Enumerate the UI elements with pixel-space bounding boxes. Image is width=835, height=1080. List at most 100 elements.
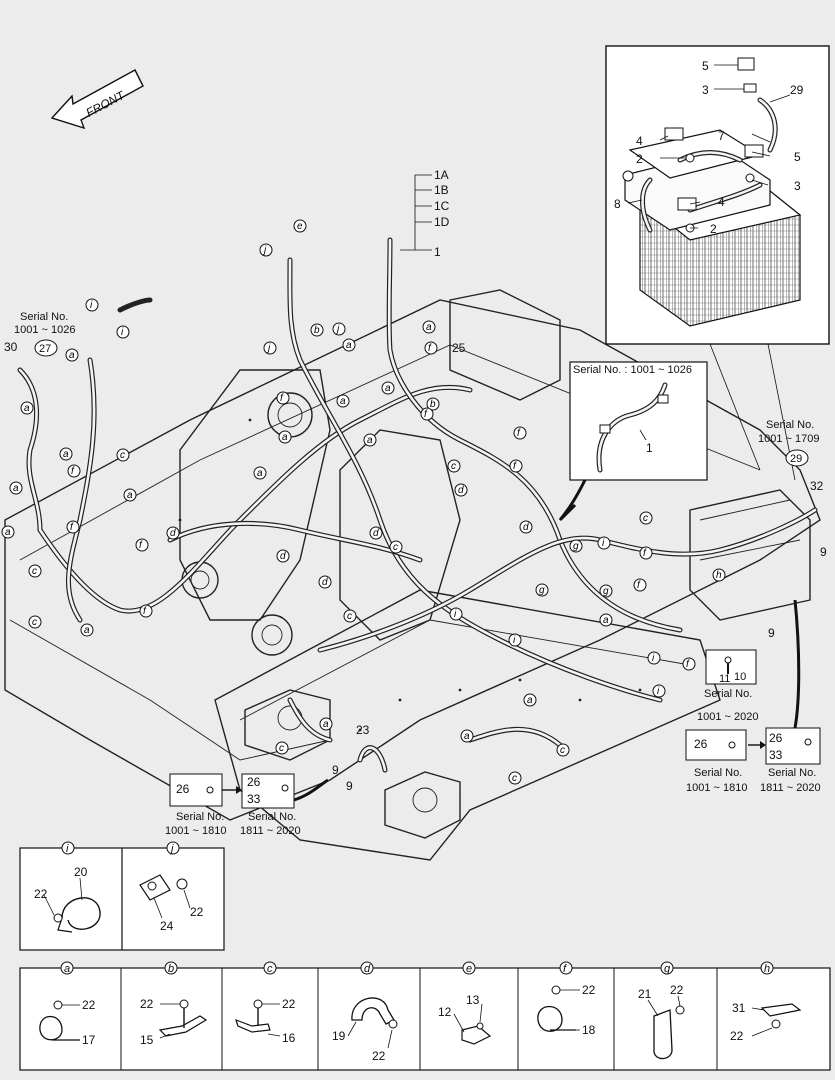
callout-g-1: g bbox=[569, 539, 583, 553]
battery-label-29: 29 bbox=[790, 83, 804, 97]
detail-h-part-22: 22 bbox=[730, 1029, 744, 1043]
svg-text:f: f bbox=[563, 963, 567, 975]
right-serial-note: Serial No. 1001 ~ 1709 29 32 bbox=[758, 419, 824, 493]
left-serial-range: 1001 ~ 1026 bbox=[14, 324, 75, 336]
callout-bubbles: a a a a a a a a a a a a a a a a a a b b … bbox=[1, 219, 726, 785]
center-inset-part: 1 bbox=[646, 441, 653, 455]
wire-harness bbox=[17, 237, 818, 773]
callout-i-2: i bbox=[116, 325, 130, 339]
callout-f-10: f bbox=[639, 546, 653, 560]
svg-text:g: g bbox=[539, 585, 545, 596]
callout-d-3: d bbox=[318, 575, 332, 589]
detail-i-part-22: 22 bbox=[34, 887, 48, 901]
detail-d-part-22: 22 bbox=[372, 1049, 386, 1063]
callout-i-4: i bbox=[449, 607, 463, 621]
svg-text:f: f bbox=[637, 580, 641, 591]
callout-d-1: d bbox=[166, 526, 180, 540]
svg-text:a: a bbox=[323, 719, 329, 730]
callout-a-4: a bbox=[9, 481, 23, 495]
bolt-11-range: 1001 ~ 2020 bbox=[697, 711, 758, 723]
callout-c-6: c bbox=[447, 459, 461, 473]
callout-f-7: f bbox=[420, 407, 434, 421]
callout-i-6: i bbox=[647, 651, 661, 665]
svg-text:a: a bbox=[282, 432, 288, 443]
svg-text:d: d bbox=[170, 528, 176, 539]
bolt-right-26b: 26 bbox=[769, 731, 783, 745]
svg-text:c: c bbox=[512, 773, 517, 784]
label-32: 32 bbox=[810, 479, 824, 493]
callout-a-2: a bbox=[20, 401, 34, 415]
battery-label-4b: 4 bbox=[718, 195, 725, 209]
callout-g-2: g bbox=[535, 583, 549, 597]
callout-c-5: c bbox=[343, 609, 357, 623]
callout-a-14: a bbox=[363, 433, 377, 447]
callout-f-4: f bbox=[139, 604, 153, 618]
svg-text:f: f bbox=[424, 409, 428, 420]
svg-text:j: j bbox=[335, 324, 340, 335]
callout-i-3: i bbox=[597, 536, 611, 550]
label-30: 30 bbox=[4, 340, 18, 354]
svg-text:c: c bbox=[32, 617, 37, 628]
callout-a-5: a bbox=[123, 488, 137, 502]
svg-text:f: f bbox=[280, 393, 284, 404]
svg-text:c: c bbox=[267, 963, 273, 975]
svg-text:i: i bbox=[657, 686, 660, 697]
label-1B: 1B bbox=[434, 183, 449, 197]
bolt-right-26a: 26 bbox=[694, 737, 708, 751]
svg-text:f: f bbox=[139, 540, 143, 551]
svg-text:a: a bbox=[24, 403, 30, 414]
callout-a-8: a bbox=[422, 320, 436, 334]
battery-label-5a: 5 bbox=[702, 59, 709, 73]
callout-d-6: d bbox=[519, 520, 533, 534]
svg-text:a: a bbox=[63, 449, 69, 460]
callout-i-7: i bbox=[652, 684, 666, 698]
callout-a-17: a bbox=[460, 729, 474, 743]
callout-a-13: a bbox=[253, 466, 267, 480]
right-serial-label: Serial No. bbox=[766, 419, 814, 431]
svg-text:f: f bbox=[428, 343, 432, 354]
callout-j-1: j bbox=[259, 243, 273, 257]
svg-text:c: c bbox=[32, 566, 37, 577]
battery-label-7: 7 bbox=[718, 129, 725, 143]
svg-text:d: d bbox=[373, 528, 379, 539]
svg-text:i: i bbox=[652, 653, 655, 664]
svg-text:f: f bbox=[517, 428, 521, 439]
left-serial-circle: 27 bbox=[39, 343, 51, 355]
bolt-right-range-b: 1811 ~ 2020 bbox=[760, 782, 821, 794]
label-23: 23 bbox=[356, 723, 370, 737]
detail-g-part-22: 22 bbox=[670, 983, 684, 997]
part-1-variants: 1A 1B 1C 1D 1 bbox=[400, 168, 450, 259]
bolt-left-serial-b: Serial No. bbox=[248, 811, 296, 823]
svg-text:i: i bbox=[121, 327, 124, 338]
svg-text:g: g bbox=[573, 541, 579, 552]
bolt-right-serial-b: Serial No. bbox=[768, 767, 816, 779]
callout-f-11: f bbox=[633, 578, 647, 592]
svg-text:d: d bbox=[280, 551, 286, 562]
svg-text:d: d bbox=[458, 485, 464, 496]
bolt-left-26b: 26 bbox=[247, 775, 261, 789]
battery-label-4a: 4 bbox=[636, 134, 643, 148]
detail-g: g 22 21 bbox=[638, 961, 685, 1060]
svg-text:g: g bbox=[603, 586, 609, 597]
detail-e-part-13: 13 bbox=[466, 993, 480, 1007]
callout-a-6: a bbox=[1, 525, 15, 539]
svg-text:c: c bbox=[451, 461, 456, 472]
svg-text:f: f bbox=[70, 522, 74, 533]
callout-j-2: j bbox=[332, 322, 346, 336]
svg-text:i: i bbox=[66, 843, 69, 855]
svg-text:a: a bbox=[5, 527, 11, 538]
detail-a-part-17: 17 bbox=[82, 1033, 96, 1047]
svg-text:c: c bbox=[279, 743, 284, 754]
bolt-left-range-b: 1811 ~ 2020 bbox=[240, 825, 301, 837]
detail-c: c 22 16 bbox=[235, 961, 296, 1045]
detail-c-part-22: 22 bbox=[282, 997, 296, 1011]
label-9-d: 9 bbox=[768, 626, 775, 640]
svg-text:c: c bbox=[560, 745, 565, 756]
callout-b-2: b bbox=[426, 397, 440, 411]
battery-label-5b: 5 bbox=[794, 150, 801, 164]
svg-text:a: a bbox=[13, 483, 19, 494]
detail-j-part-22: 22 bbox=[190, 905, 204, 919]
svg-text:f: f bbox=[643, 548, 647, 559]
svg-text:i: i bbox=[454, 609, 457, 620]
bolt-right-serial-a: Serial No. bbox=[694, 767, 742, 779]
